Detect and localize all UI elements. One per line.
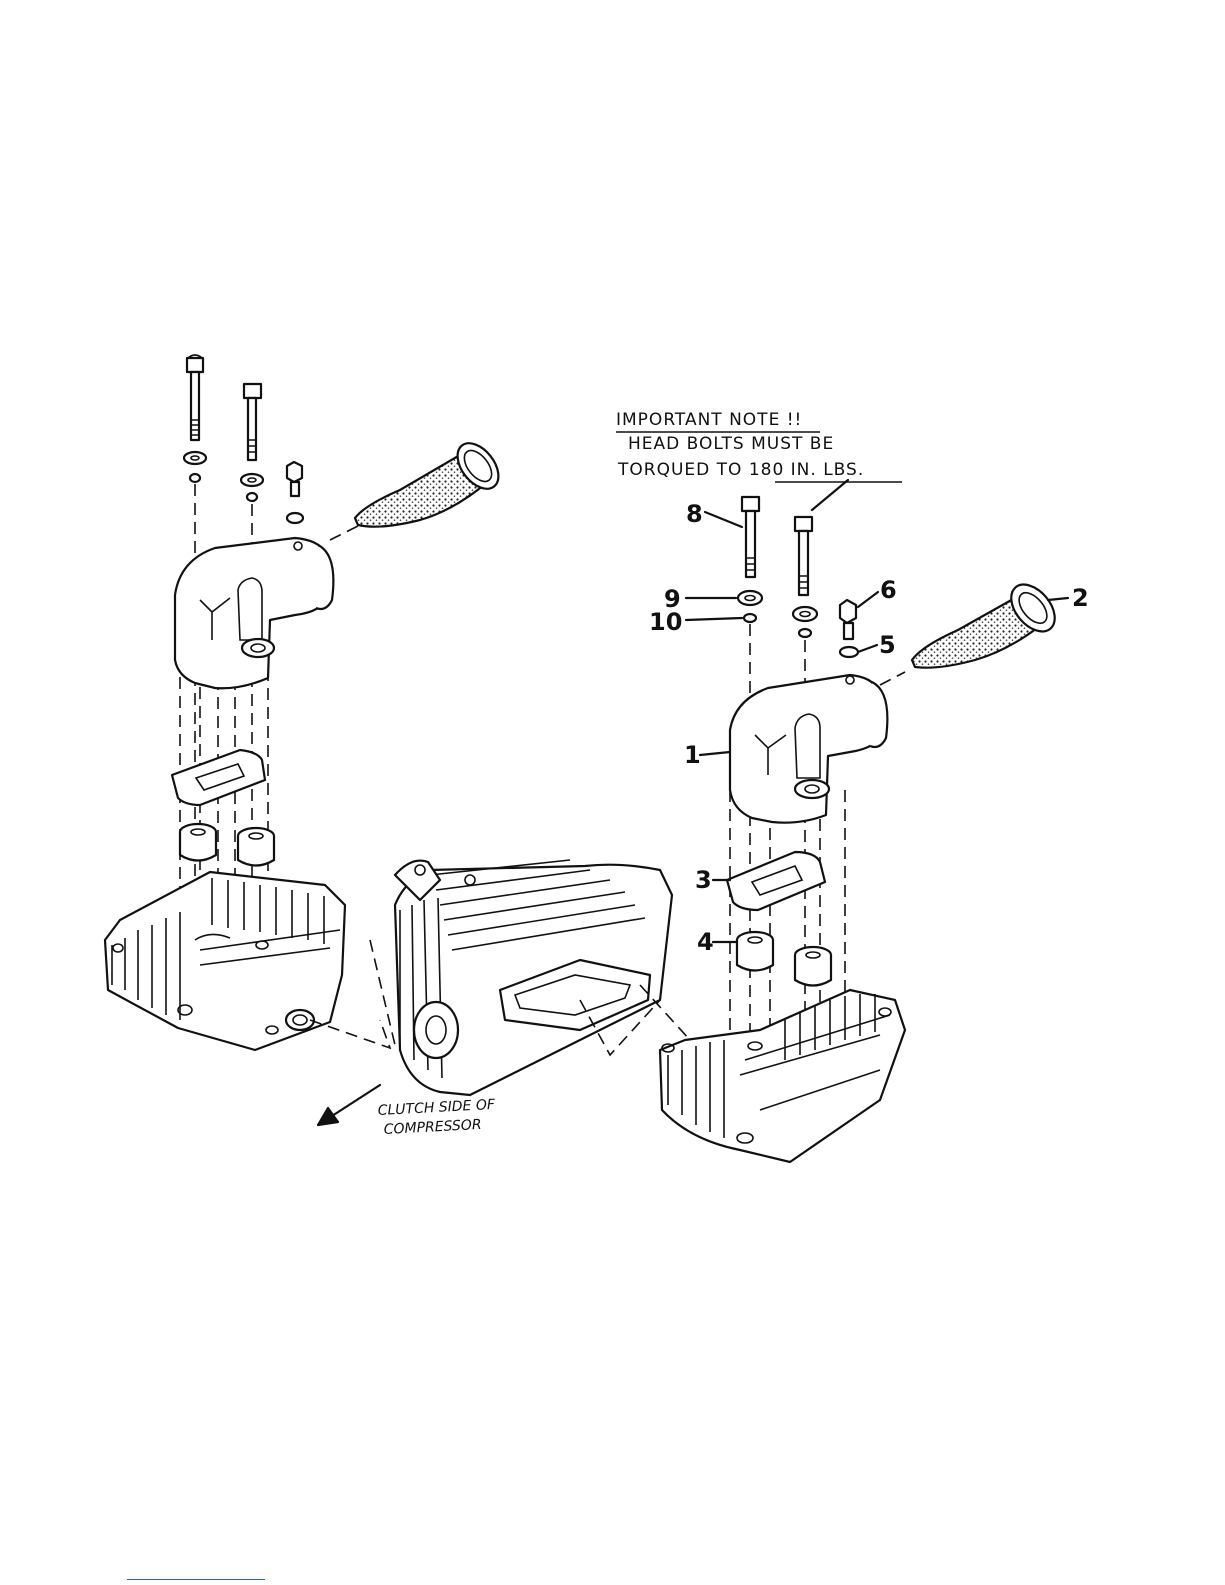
- callout-5: 5: [879, 631, 896, 659]
- right-flat-washer-9: [738, 591, 762, 605]
- callout-4: 4: [697, 928, 714, 956]
- note-line-1: HEAD BOLTS MUST BE: [628, 434, 834, 454]
- important-note: IMPORTANT NOTE !! HEAD BOLTS MUST BE TOR…: [616, 410, 902, 482]
- right-flat-washer-b: [793, 607, 817, 621]
- left-head-bolt-short: [244, 384, 261, 460]
- left-flat-washer-b: [241, 474, 263, 486]
- right-head-bolt-8: [742, 497, 759, 577]
- callout-6: 6: [880, 576, 897, 604]
- right-air-filter-2: [912, 576, 1063, 667]
- callout-8: 8: [686, 500, 703, 528]
- left-head-bolt-long: [187, 355, 203, 440]
- center-cylinder-block: [395, 860, 672, 1095]
- left-gasket: [172, 750, 265, 805]
- note-heading: IMPORTANT NOTE !!: [616, 410, 802, 430]
- right-spacer-4a: [737, 932, 773, 971]
- left-spacer-a: [180, 824, 216, 861]
- right-spacer-4b: [795, 947, 831, 986]
- left-elbow-manifold: [175, 538, 333, 688]
- clutch-side-arrow: [318, 1085, 380, 1125]
- left-lock-washer-b: [247, 493, 257, 501]
- right-cap-screw-6: [840, 600, 856, 639]
- right-elbow-manifold: [730, 675, 887, 823]
- left-cap-screw: [287, 462, 303, 523]
- note-torque-value: 180 IN. LBS.: [749, 460, 864, 480]
- left-flat-washer-a: [184, 452, 206, 464]
- footer-link-underline: [127, 1579, 265, 1580]
- left-spacer-b: [238, 828, 274, 866]
- right-lock-washer-b: [799, 629, 811, 637]
- right-lock-washer-10: [744, 614, 756, 622]
- right-cylinder-head: [660, 990, 905, 1162]
- left-cylinder-head: [105, 872, 345, 1050]
- callout-3: 3: [695, 866, 712, 894]
- callout-2: 2: [1072, 584, 1089, 612]
- caption-line-2: COMPRESSOR: [383, 1117, 482, 1138]
- left-air-filter: [355, 436, 507, 527]
- right-lock-washer-5: [840, 647, 858, 657]
- callout-10: 10: [649, 608, 682, 636]
- note-line-2: TORQUED TO 180 IN. LBS.: [617, 460, 864, 480]
- right-gasket-3: [727, 852, 825, 910]
- left-lock-washer-a: [190, 474, 200, 482]
- caption-line-1: CLUTCH SIDE OF: [377, 1097, 496, 1119]
- right-head-bolt-b: [795, 517, 812, 595]
- note-line-2-prefix: TORQUED TO: [617, 460, 749, 480]
- right-assembly: [660, 497, 1063, 1162]
- callout-1: 1: [684, 741, 701, 769]
